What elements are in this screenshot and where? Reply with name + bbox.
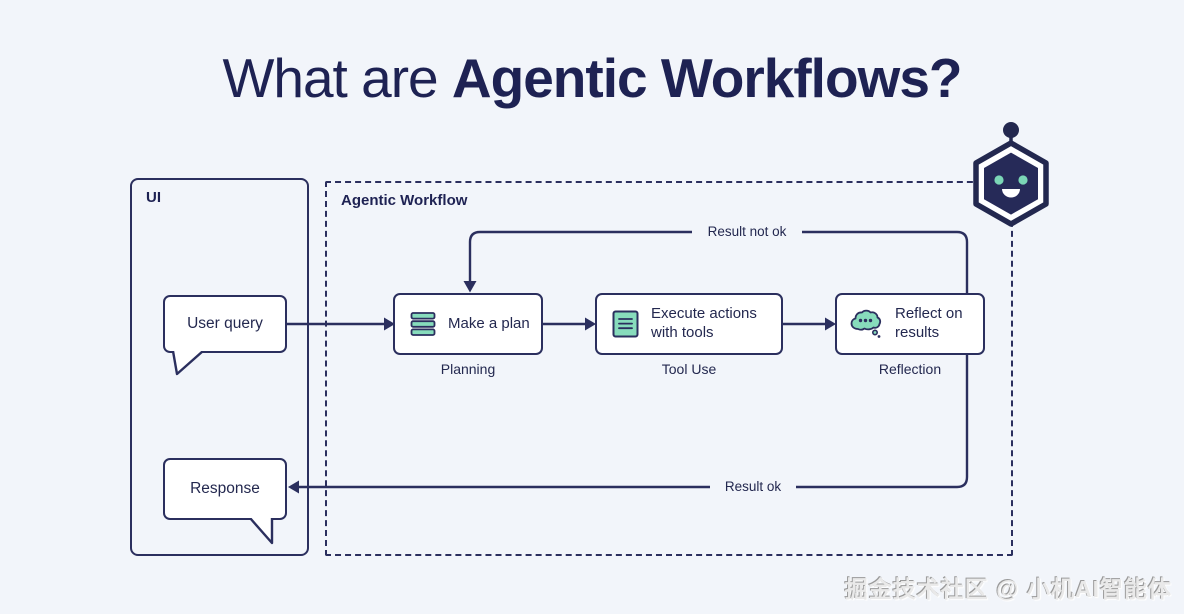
reflect-on-results-label: Reflect on results: [895, 305, 963, 341]
ui-panel-label: UI: [146, 189, 161, 206]
result-ok-label: Result ok: [710, 479, 796, 494]
response-bubble-tail: [249, 518, 274, 545]
tool-use-sublabel: Tool Use: [661, 361, 717, 377]
note-icon: [612, 310, 639, 338]
edge-reflect-loop-and-result-ok: [297, 230, 969, 489]
arrowhead-loop-into-plan-top: [463, 281, 477, 293]
arrowhead-into-response: [288, 480, 299, 494]
ui-panel: UI: [130, 178, 309, 556]
node-make-a-plan: Make a plan: [393, 293, 543, 355]
user-query-bubble-tail: [171, 351, 204, 376]
title-bold: Agentic Workflows?: [451, 47, 963, 109]
node-reflect-on-results: Reflect on results: [835, 293, 985, 355]
thought-cloud-icon: [850, 309, 882, 338]
title-prefix: What are: [222, 47, 452, 109]
agentic-workflow-label: Agentic Workflow: [341, 192, 468, 209]
response-label: Response: [190, 480, 260, 497]
watermark-text: 掘金技术社区 @ 小机AI智能体: [844, 576, 1172, 602]
make-a-plan-label: Make a plan: [448, 314, 530, 332]
user-query-bubble: User query: [163, 295, 287, 353]
robot-mascot-icon: [973, 122, 1049, 227]
agentic-workflow-panel: Agentic Workflow: [325, 181, 1013, 556]
response-bubble: Response: [163, 458, 287, 520]
node-execute-actions: Execute actions with tools: [595, 293, 783, 355]
arrowhead-into-plan-left: [384, 317, 395, 331]
result-not-ok-label: Result not ok: [692, 224, 802, 239]
reflection-sublabel: Reflection: [878, 361, 942, 377]
user-query-label: User query: [187, 315, 263, 332]
stack-icon: [410, 312, 436, 336]
page-title: What are Agentic Workflows?: [0, 46, 1184, 110]
planning-sublabel: Planning: [440, 361, 496, 377]
arrowhead-into-execute: [585, 317, 596, 331]
execute-actions-label: Execute actions with tools: [651, 305, 757, 341]
arrowhead-into-reflect: [825, 317, 836, 331]
